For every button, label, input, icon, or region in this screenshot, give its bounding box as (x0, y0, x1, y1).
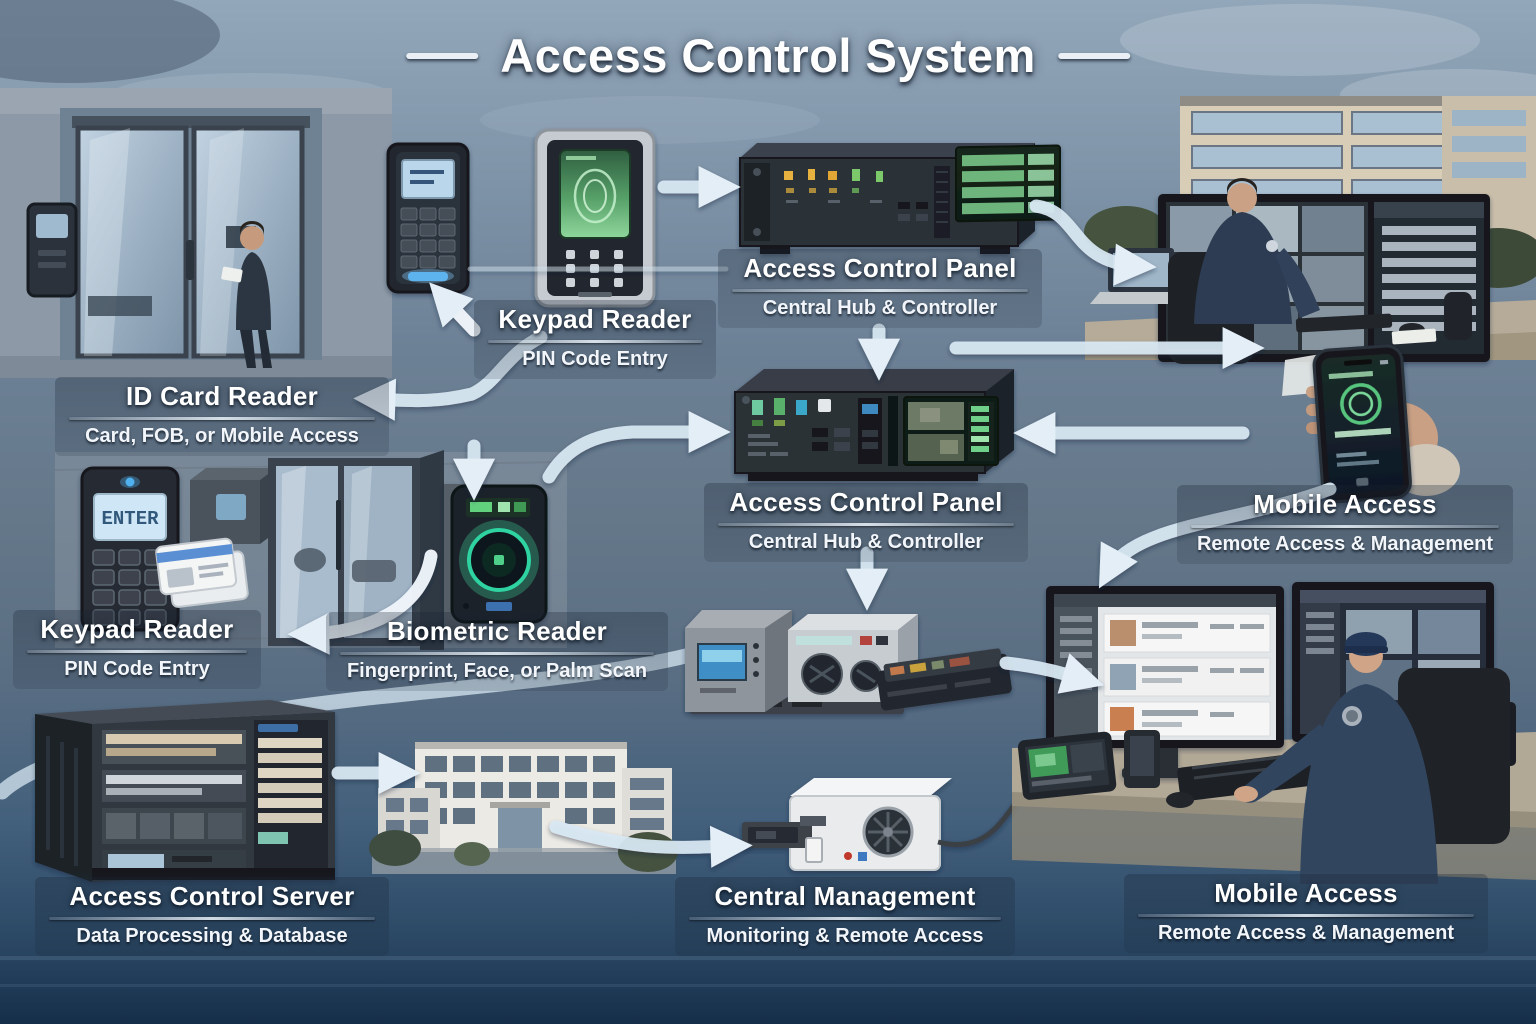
io-tray-device (876, 648, 1012, 711)
label-access-control-panel-mid: Access Control Panel Central Hub & Contr… (704, 483, 1028, 562)
access-control-panel-device-top (739, 143, 1061, 254)
label-keypad-reader-left: Keypad Reader PIN Code Entry (13, 610, 261, 689)
node-title: ID Card Reader (125, 381, 319, 411)
wall-intercom (190, 468, 276, 544)
keyboard (1295, 313, 1393, 333)
title-text: Access Control System (500, 29, 1036, 82)
divider (1191, 525, 1499, 528)
arrow-panel-to-monitors (1029, 199, 1157, 286)
node-title: Keypad Reader (40, 614, 234, 644)
arrow-cluster-to-workstation (999, 653, 1104, 694)
divider (488, 340, 702, 343)
label-access-control-panel-top: Access Control Panel Central Hub & Contr… (718, 249, 1042, 328)
office-building (369, 742, 678, 874)
node-title: Biometric Reader (386, 616, 608, 646)
central-management-device (742, 778, 1020, 871)
divider (69, 417, 375, 420)
label-keypad-reader-top: Keypad Reader PIN Code Entry (474, 300, 716, 379)
tablet-device (1017, 731, 1117, 800)
page-title: Access Control System (406, 28, 1130, 83)
node-title: Keypad Reader (498, 304, 692, 334)
arrow-mobile-to-workstation (1098, 482, 1337, 589)
status-leds (784, 169, 883, 203)
node-title: Access Control Server (69, 881, 355, 911)
arrow-biometric-to-panel (542, 410, 731, 484)
access-control-panel-device-mid (734, 369, 1014, 481)
divider (732, 289, 1028, 292)
keypad-reader-device-top (386, 142, 470, 294)
label-biometric-reader: Biometric Reader Fingerprint, Face, or P… (326, 612, 668, 691)
person-walking (221, 221, 272, 368)
divider (689, 917, 1001, 920)
flow-arrows (287, 165, 1337, 868)
management-hardware-cluster (685, 610, 1012, 714)
divider (49, 917, 375, 920)
workstation-operator (1177, 632, 1438, 884)
node-subtitle: Monitoring & Remote Access (706, 925, 984, 947)
ground-fade (0, 870, 1536, 1024)
panel-leds (748, 398, 850, 456)
arrow-to-id-card-reader (353, 330, 548, 421)
panel-camera-feed (908, 402, 994, 461)
label-mobile-access-right: Mobile Access Remote Access & Management (1177, 485, 1513, 564)
node-title: Access Control Panel (729, 487, 1003, 517)
label-mobile-access-bottom: Mobile Access Remote Access & Management (1124, 874, 1488, 953)
node-title: Mobile Access (1253, 489, 1437, 519)
controller-box (685, 610, 792, 712)
security-operator (1194, 178, 1320, 324)
node-title: Mobile Access (1214, 878, 1398, 908)
wall-card-reader (26, 202, 78, 298)
office-entrance-scene (0, 88, 392, 378)
divider (27, 650, 247, 653)
fingerprint-terminal-device (534, 128, 656, 308)
divider (718, 523, 1014, 526)
title-dash-left (406, 52, 479, 59)
access-log-rows (1103, 613, 1271, 737)
server-rack-units (102, 730, 246, 872)
divider (340, 652, 654, 655)
divider (1138, 914, 1474, 917)
label-central-management: Central Management Monitoring & Remote A… (675, 877, 1015, 956)
node-subtitle: Card, FOB, or Mobile Access (85, 425, 359, 447)
node-subtitle: Data Processing & Database (76, 925, 348, 947)
monitoring-workstation (1012, 582, 1536, 884)
title-dash-right (1057, 52, 1130, 59)
node-subtitle: Central Hub & Controller (762, 297, 998, 319)
label-access-control-server: Access Control Server Data Processing & … (35, 877, 389, 956)
label-id-card-reader: ID Card Reader Card, FOB, or Mobile Acce… (55, 377, 389, 456)
mobile-access-phone (1282, 344, 1460, 504)
node-title: Central Management (714, 881, 976, 911)
security-monitoring-station (1084, 96, 1536, 364)
arrow-to-keypad-device (429, 282, 481, 337)
node-subtitle: Central Hub & Controller (748, 531, 984, 553)
node-title: Access Control Panel (743, 253, 1017, 283)
keypad-reader-device-left: ENTER (80, 466, 180, 632)
keypad-lcd-text: ENTER (101, 508, 159, 530)
node-subtitle: Remote Access & Management (1196, 533, 1494, 555)
arrow-to-central-management (549, 820, 753, 868)
node-subtitle: PIN Code Entry (64, 658, 210, 680)
server-side-list (254, 720, 328, 870)
node-subtitle: Remote Access & Management (1157, 922, 1455, 944)
node-subtitle: Fingerprint, Face, or Palm Scan (346, 660, 648, 682)
biometric-reader-device (444, 484, 548, 632)
access-control-server-device (35, 700, 335, 882)
node-subtitle: PIN Code Entry (522, 348, 668, 370)
id-cards (155, 537, 249, 608)
arrow-to-keypad-left-label (287, 549, 438, 655)
